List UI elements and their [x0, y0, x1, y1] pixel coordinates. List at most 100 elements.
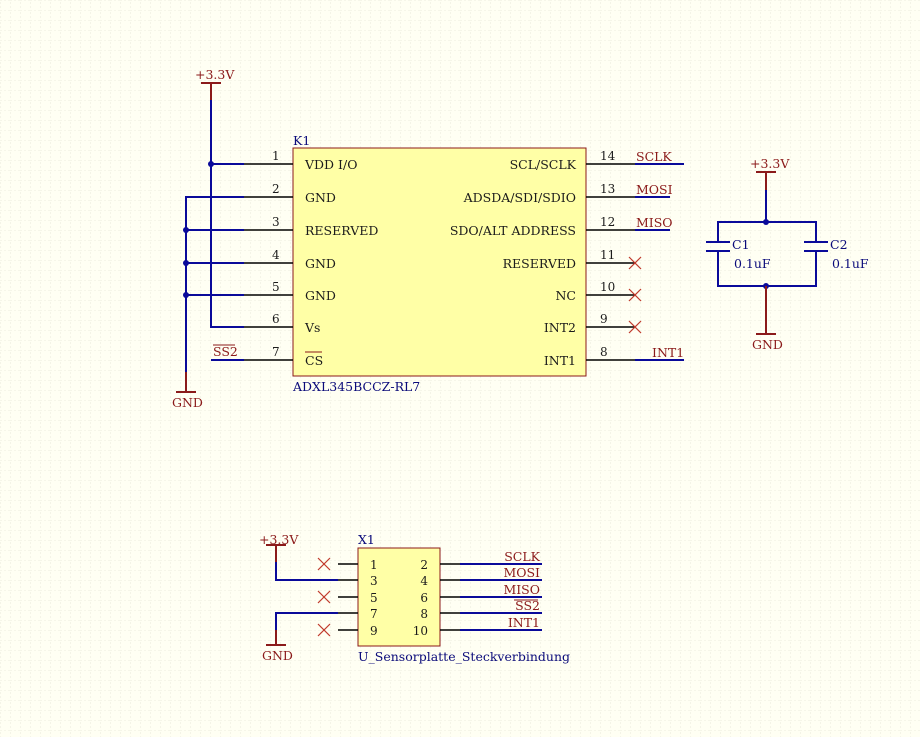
power-label-k1: +3.3V: [195, 67, 235, 82]
x1-right-pins: 2 4 6 8 10: [413, 558, 460, 638]
net-label-ss2: SS2: [213, 344, 238, 359]
power-label-caps: +3.3V: [750, 156, 790, 171]
k1-pin-6-name: Vs: [304, 320, 320, 335]
k1-pin-3[interactable]: 3 RESERVED: [244, 215, 378, 238]
k1-pin-2-number: 2: [272, 182, 280, 196]
k1-pin-5-number: 5: [272, 280, 280, 294]
k1-pin-10-number: 10: [600, 280, 615, 294]
k1-pin-6-number: 6: [272, 312, 280, 326]
junction-dot: [208, 161, 214, 167]
k1-pin-6[interactable]: 6 Vs: [244, 312, 320, 335]
no-connect-icon: [628, 320, 642, 334]
c1-value: 0.1uF: [734, 256, 771, 271]
k1-pin-2-name: GND: [305, 190, 336, 205]
k1-pin-11-number: 11: [600, 248, 615, 262]
k1-pin-7-number: 7: [272, 345, 280, 359]
k1-pin-1[interactable]: 1 VDD I/O: [244, 149, 357, 172]
x1-pin-6: 6: [420, 591, 428, 605]
k1-pin-10-name: NC: [555, 288, 576, 303]
no-connect-icon: [317, 590, 331, 604]
k1-left-wiring: +3.3V GND SS2: [172, 67, 244, 410]
c2-ref: C2: [830, 237, 848, 252]
k1-pin-11[interactable]: 11 RESERVED: [503, 248, 635, 271]
k1-pin-13[interactable]: 13 ADSDA/SDI/SDIO: [463, 182, 635, 205]
k1-pin-13-name: ADSDA/SDI/SDIO: [463, 190, 576, 205]
k1-pin-14[interactable]: 14 SCL/SCLK: [510, 149, 635, 172]
capacitor-c2[interactable]: C2 0.1uF: [804, 237, 869, 271]
k1-pin-1-name: VDD I/O: [304, 157, 357, 172]
k1-ref: K1: [293, 133, 310, 148]
x1-wiring: +3.3V GND SCLK MOSI MISO SS2 INT1: [259, 532, 542, 663]
k1-pin-14-name: SCL/SCLK: [510, 157, 577, 172]
x1-part-name: U_Sensorplatte_Steckverbindung: [358, 649, 570, 664]
no-connect-icon: [628, 256, 642, 270]
x1-pin-9: 9: [370, 624, 378, 638]
x1-net-label-ss2: SS2: [515, 598, 540, 613]
x1-net-label-sclk: SCLK: [504, 549, 540, 564]
k1-right-wiring: SCLK MOSI MISO INT1: [628, 149, 684, 361]
net-label-mosi: MOSI: [636, 182, 673, 197]
x1-left-pins: 1 3 5 7 9: [338, 558, 378, 638]
power-label-x1: +3.3V: [259, 532, 299, 547]
x1-body[interactable]: [357, 547, 441, 647]
decoupling-capacitors: +3.3V GND C1 0.1uF C2 0.1uF: [706, 156, 869, 352]
x1-pin-1: 1: [370, 558, 378, 572]
no-connect-icon: [317, 557, 331, 571]
k1-pin-3-name: RESERVED: [305, 223, 378, 238]
x1-ref: X1: [358, 532, 375, 547]
k1-pin-4-name: GND: [305, 256, 336, 271]
gnd-wire[interactable]: [185, 196, 244, 372]
k1-pin-7-name: CS: [305, 353, 323, 368]
x1-net-label-mosi: MOSI: [503, 565, 540, 580]
k1-pin-4[interactable]: 4 GND: [244, 248, 336, 271]
k1-pin-12-number: 12: [600, 215, 615, 229]
k1-pin-9-name: INT2: [544, 320, 576, 335]
x1-gnd-wire[interactable]: [275, 612, 338, 630]
ground-label-x1: GND: [262, 648, 293, 663]
x1-pin-7: 7: [370, 607, 378, 621]
k1-pin-10[interactable]: 10 NC: [555, 280, 635, 303]
x1-pin-3: 3: [370, 574, 378, 588]
k1-pin-3-number: 3: [272, 215, 280, 229]
k1-pin-12-name: SDO/ALT ADDRESS: [450, 223, 576, 238]
k1-pin-9[interactable]: 9 INT2: [544, 312, 635, 335]
c1-ref: C1: [732, 237, 750, 252]
k1-pin-9-number: 9: [600, 312, 608, 326]
x1-pin-5: 5: [370, 591, 378, 605]
x1-net-label-miso: MISO: [503, 582, 540, 597]
k1-pin-8[interactable]: 8 INT1: [544, 345, 635, 368]
x1-pin-8: 8: [420, 607, 428, 621]
k1-pin-2[interactable]: 2 GND: [244, 182, 336, 205]
vdd-wire[interactable]: [210, 100, 244, 328]
no-connect-icon: [628, 288, 642, 302]
junction-dot: [183, 260, 189, 266]
k1-body[interactable]: [292, 147, 587, 377]
x1-pin-2: 2: [420, 558, 428, 572]
net-label-sclk: SCLK: [636, 149, 672, 164]
k1-pin-8-number: 8: [600, 345, 608, 359]
x1-power-wire[interactable]: [275, 562, 338, 581]
k1-pin-13-number: 13: [600, 182, 615, 196]
component-x1[interactable]: X1 U_Sensorplatte_Steckverbindung 1 3 5 …: [338, 532, 570, 664]
capacitor-c1[interactable]: C1 0.1uF: [706, 237, 771, 271]
component-k1[interactable]: K1 ADXL345BCCZ-RL7 1 VDD I/O 2 GND 3 RES…: [244, 133, 635, 394]
x1-pin-10: 10: [413, 624, 428, 638]
k1-pin-5[interactable]: 5 GND: [244, 280, 336, 303]
no-connect-icon: [317, 623, 331, 637]
x1-net-label-int1: INT1: [508, 615, 540, 630]
k1-pin-7[interactable]: 7 CS: [244, 345, 323, 368]
junction-dot: [183, 292, 189, 298]
k1-part-name: ADXL345BCCZ-RL7: [292, 379, 420, 394]
ground-label-caps: GND: [752, 337, 783, 352]
junction-dot: [763, 219, 769, 225]
net-label-miso: MISO: [636, 215, 673, 230]
c2-value: 0.1uF: [832, 256, 869, 271]
junction-dot: [183, 227, 189, 233]
k1-pin-8-name: INT1: [544, 353, 576, 368]
k1-pin-4-number: 4: [272, 248, 280, 262]
k1-pin-12[interactable]: 12 SDO/ALT ADDRESS: [450, 215, 635, 238]
k1-pin-1-number: 1: [272, 149, 280, 163]
k1-pin-5-name: GND: [305, 288, 336, 303]
